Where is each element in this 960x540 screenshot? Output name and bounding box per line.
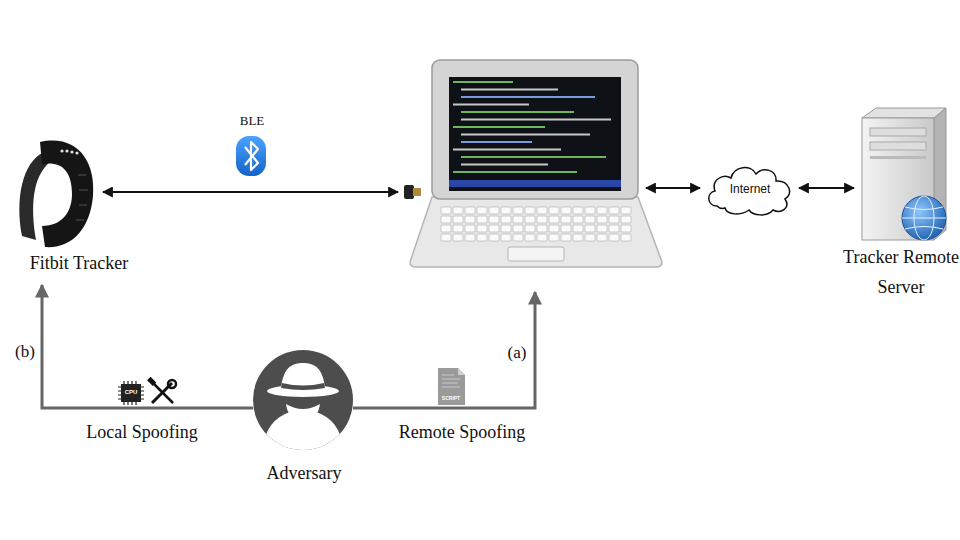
connector-arrow (799, 187, 854, 189)
ble-arrow (103, 191, 398, 193)
connector-arrow (42, 285, 253, 408)
fitbit-band-icon (19, 141, 93, 248)
tools-icon (147, 377, 176, 403)
adversary-node: Adversary (250, 348, 358, 488)
server-icon (862, 108, 946, 240)
script-icon (438, 368, 465, 405)
usb-dongle (404, 185, 421, 199)
node-label: Fitbit Tracker (30, 253, 129, 274)
adversary-icon (253, 350, 353, 452)
cloud-node: Internet (703, 160, 797, 218)
node-label: Internet (730, 182, 771, 196)
laptop-illustration (410, 60, 662, 267)
server-node: Tracker Remote Server (856, 104, 946, 302)
attack-label: Remote Spoofing (399, 421, 526, 443)
laptop-internet-arrow (646, 187, 700, 189)
device-node: Fitbit Tracker (4, 135, 154, 282)
node-label: Adversary (267, 463, 342, 484)
cpu-icon (118, 381, 144, 405)
chip-text: CPU (125, 389, 138, 396)
callout-letter: (b) (15, 342, 35, 362)
attack-label: Local Spoofing (86, 421, 197, 443)
protocol-label: BLE (240, 113, 265, 129)
callout-letter: (a) (508, 343, 527, 363)
script-text: SCRIPT (442, 395, 460, 401)
bluetooth-icon (236, 136, 266, 176)
remote-spoofing-arrow (353, 292, 535, 408)
node-label: Tracker Remote Server (838, 242, 960, 302)
